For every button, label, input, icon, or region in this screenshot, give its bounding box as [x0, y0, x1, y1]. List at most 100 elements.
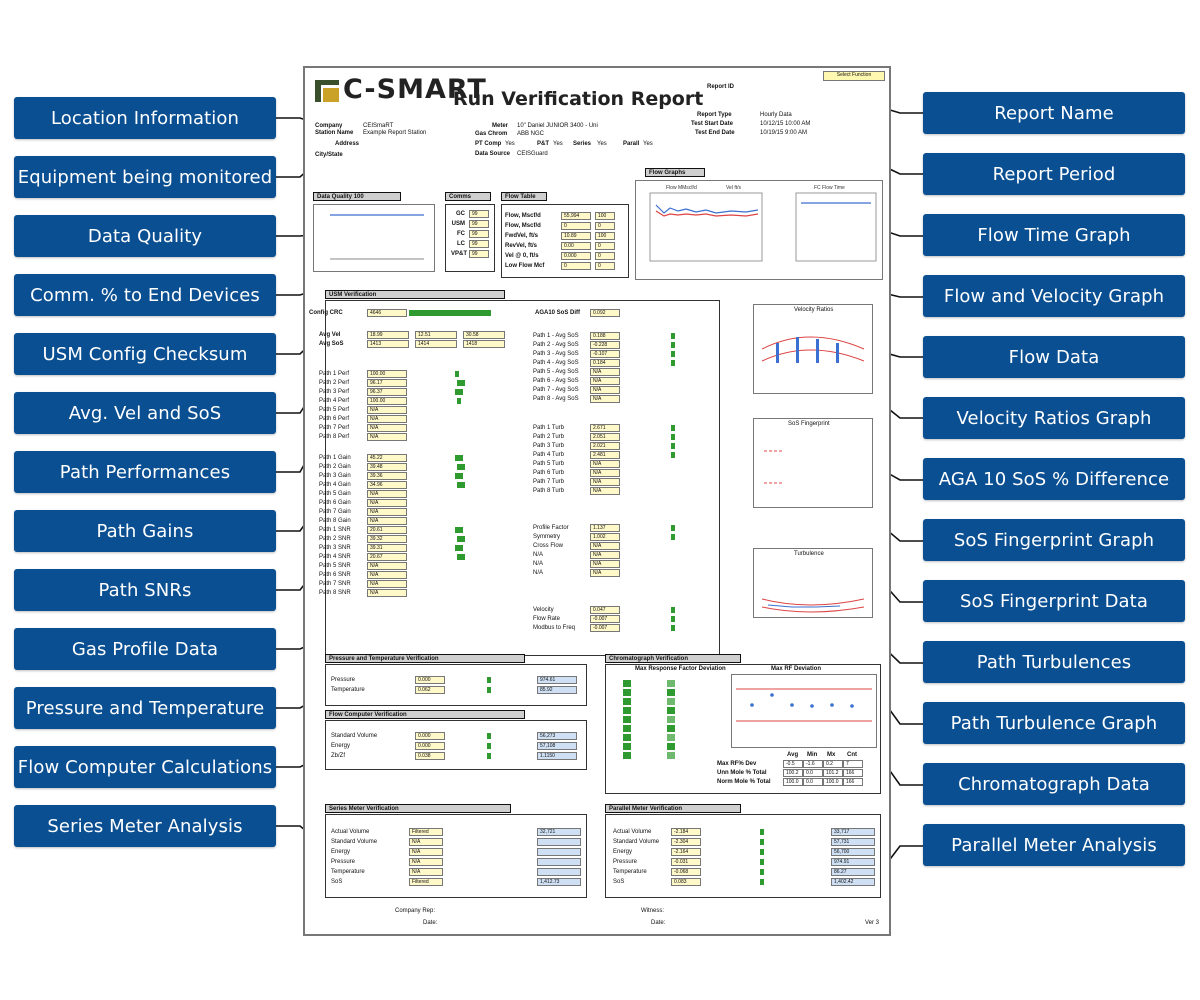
path-sos-label: Path 2 - Avg SoS	[533, 342, 579, 348]
csmart-logo-icon	[315, 80, 339, 102]
flow-row-label: RevVel, ft/s	[505, 243, 538, 249]
path-perf-label: Path 2 Perf	[319, 380, 350, 386]
pt-row-diff: 0.000	[415, 676, 445, 684]
series-row-avg	[537, 838, 581, 846]
series-row-label: Pressure	[331, 859, 356, 865]
avg-vel-cell: 30.58	[463, 331, 505, 339]
callout-path-turbulence-graph: Path Turbulence Graph	[923, 702, 1185, 744]
series-row-label: Actual Volume	[331, 829, 370, 835]
path-gain-value: N/A	[367, 490, 407, 498]
config-crc-value: 4646	[367, 309, 407, 317]
path-turb-bar	[671, 434, 675, 440]
witness-label: Witness:	[641, 908, 665, 914]
path-turb-value: 2.671	[590, 424, 620, 432]
series-row-avg	[537, 868, 581, 876]
path-gain-label: Path 6 Gain	[319, 500, 351, 506]
path-profile-label: Profile Factor	[533, 525, 569, 531]
flow-row-avg: 10.89	[561, 232, 591, 240]
chrom-component-bar	[623, 680, 631, 687]
path-profile-label: N/A	[533, 570, 544, 576]
path-snr-bar	[457, 554, 465, 560]
parallel-row-bar	[760, 879, 764, 885]
callout-series-meter-analysis: Series Meter Analysis	[14, 805, 276, 847]
chrom-stat-cell: 166	[843, 778, 863, 786]
path-gain-value: 39.36	[367, 472, 407, 480]
max-rf-chart	[731, 674, 877, 748]
path-gain-label: Path 4 Gain	[319, 482, 351, 488]
fc-row-bar	[487, 753, 491, 759]
avg-sos-label: Avg SoS	[319, 341, 344, 347]
fc-row-label: Standard Volume	[331, 733, 378, 739]
test-end-label: Test End Date	[695, 130, 735, 136]
callout-comm-end-devices: Comm. % to End Devices	[14, 274, 276, 316]
chrom-component-bar	[667, 725, 675, 732]
pt-row-bar	[487, 677, 491, 683]
flow-row-pct: 100	[595, 212, 615, 220]
path-sos-value: -0.228	[590, 341, 620, 349]
path-profile-label: N/A	[533, 561, 544, 567]
path-profile-value: N/A	[590, 551, 620, 559]
callout-flow-computer-calculations: Flow Computer Calculations	[14, 746, 276, 788]
parallel-row-label: Standard Volume	[613, 839, 660, 845]
legend-vel: Vel ft/s	[726, 185, 742, 191]
series-label: Series	[573, 141, 592, 147]
parallel-row-label: Energy	[613, 849, 633, 855]
path-snr-value: N/A	[367, 580, 407, 588]
chrom-stat-cell: 100.2	[783, 769, 803, 777]
path-gain-label: Path 5 Gain	[319, 491, 351, 497]
path-snr-label: Path 3 SNR	[319, 545, 351, 551]
series-row-avg	[537, 858, 581, 866]
path-perf-value: N/A	[367, 406, 407, 414]
flow-graphs-header: Flow Graphs	[645, 168, 705, 177]
parallel-row-diff: -0.031	[671, 858, 701, 866]
parallel-row-avg: 56,700	[831, 848, 875, 856]
parallel-row-label: Pressure	[613, 859, 638, 865]
fc-row-label: Zb/Zf	[331, 753, 346, 759]
pt-header: Pressure and Temperature Verification	[325, 654, 525, 663]
parallel-row-diff: -0.068	[671, 868, 701, 876]
report-page: C-SMART Run Verification Report Select F…	[303, 66, 891, 936]
path-turb-value: N/A	[590, 478, 620, 486]
path-misc-label: Velocity	[533, 607, 554, 613]
chrom-component-bar	[667, 698, 675, 705]
pt-value: Yes	[553, 141, 563, 147]
parallel-value: Yes	[643, 141, 653, 147]
fc-row-bar	[487, 733, 491, 739]
chrom-stat-cell: -1.6	[803, 760, 823, 768]
path-profile-value: N/A	[590, 560, 620, 568]
path-sos-value: N/A	[590, 377, 620, 385]
flow-row-label: Vel @ 0, ft/s	[505, 253, 539, 259]
chrom-component-bar	[623, 743, 631, 750]
parallel-row-bar	[760, 869, 764, 875]
chrom-stat-head: Min	[807, 752, 818, 758]
sos-fingerprint-title: SoS Fingerprint	[788, 421, 830, 427]
fc-box	[325, 720, 587, 770]
path-perf-label: Path 7 Perf	[319, 425, 350, 431]
velocity-ratios-title: Velocity Ratios	[794, 307, 834, 313]
flow-row-pct: 0	[595, 222, 615, 230]
turbulence-title: Turbulence	[794, 551, 824, 557]
aga10-label: AGA10 SoS Diff	[535, 310, 581, 316]
comms-row-value: 99	[469, 210, 489, 218]
series-box	[325, 814, 587, 898]
meter-value: 10" Daniel JUNIOR 3400 - Uni	[517, 123, 598, 129]
series-row-diff: N/A	[409, 848, 443, 856]
parallel-row-bar	[760, 829, 764, 835]
legend-fc: FC Flow Time	[814, 185, 845, 191]
fc-row-avg: 56,273	[537, 732, 577, 740]
path-turb-label: Path 7 Turb	[533, 479, 565, 485]
path-turb-label: Path 4 Turb	[533, 452, 565, 458]
callout-velocity-ratios-graph: Velocity Ratios Graph	[923, 397, 1185, 439]
path-perf-bar	[455, 389, 463, 395]
path-misc-bar	[671, 625, 675, 631]
select-function-button[interactable]: Select Function	[823, 71, 885, 81]
pt-row-diff: 0.062	[415, 686, 445, 694]
path-snr-value: N/A	[367, 589, 407, 597]
parallel-row-avg: 33,717	[831, 828, 875, 836]
flow-table-header: Flow Table	[501, 192, 547, 201]
parallel-row-diff: -2.304	[671, 838, 701, 846]
gas-chrom-value: ABB NGC	[517, 131, 545, 137]
data-quality-plot	[330, 214, 424, 260]
callout-flow-velocity-graph: Flow and Velocity Graph	[923, 275, 1185, 317]
flow-row-pct: 0	[595, 262, 615, 270]
